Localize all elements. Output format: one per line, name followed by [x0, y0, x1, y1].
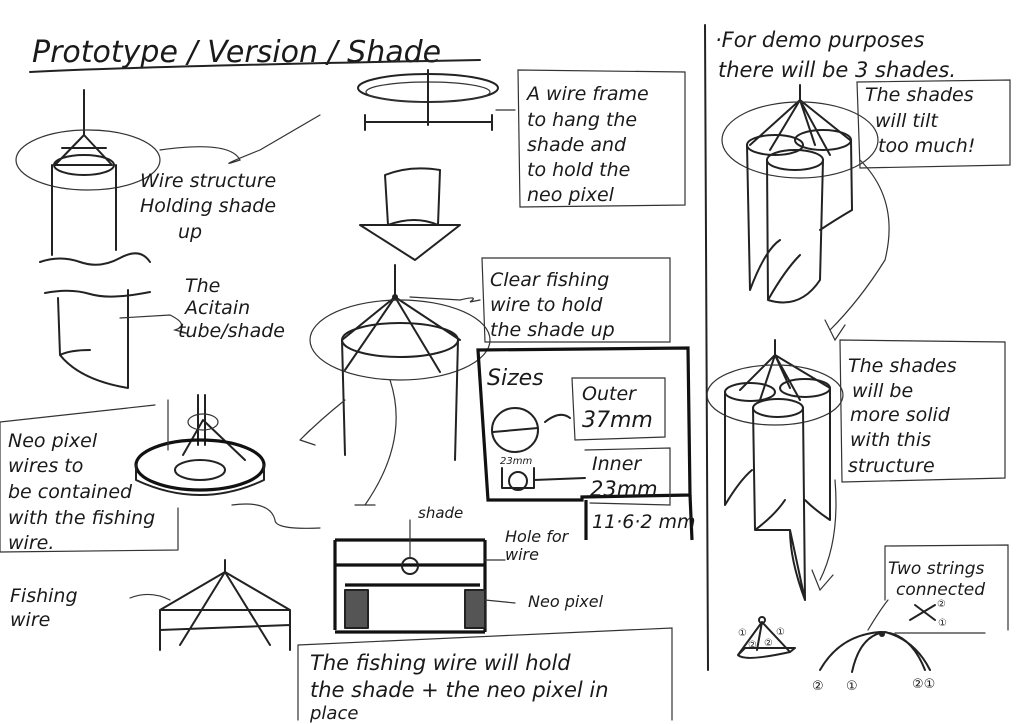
note-neo-wires-3: be contained [8, 481, 133, 503]
sizes-heading: Sizes [487, 366, 544, 391]
note-solid-4: with this [850, 429, 931, 451]
wire-frame-note-box [517, 69, 686, 208]
fishing-wire-drawing [129, 559, 291, 651]
note-clear-2: wire to hold [490, 294, 603, 316]
note-wire-structure-2: Holding shade [140, 195, 276, 217]
shade-label: shade [418, 504, 463, 522]
note-wire-structure-1: Wire structure [140, 170, 276, 192]
note-strings-1: Two strings [888, 559, 985, 579]
note-hole-2: wire [505, 545, 539, 564]
note-demo-2: there will be 3 shades. [718, 58, 956, 82]
clear-wire-cylinder-drawing [299, 264, 491, 506]
page-divider [704, 24, 709, 671]
note-clear-1: Clear fishing [490, 269, 609, 291]
marker-arc-1: ① [846, 679, 858, 694]
small-dimension-label: 23mm [500, 456, 532, 467]
note-hole-1: Hole for [505, 527, 570, 546]
note-neo-wires-4: with the fishing [8, 507, 155, 529]
note-tilt-3: too much! [878, 135, 975, 157]
note-frame-4: to hold the [527, 159, 630, 181]
height-box [584, 494, 694, 541]
title-underline [29, 59, 481, 73]
down-arrow-drawing [359, 167, 461, 261]
marker-cross-2: ② [937, 599, 946, 610]
note-demo-1: ·For demo purposes [715, 28, 924, 52]
outer-size-box [571, 377, 666, 441]
inner-size-box [584, 447, 671, 506]
solid-note-box [839, 339, 1006, 483]
note-tube-2: Acitain [183, 297, 250, 319]
conclusion-1: The fishing wire will hold [310, 651, 571, 675]
conclusion-2: the shade + the neo pixel in [310, 678, 609, 702]
note-tube-1: The [185, 275, 220, 297]
note-frame-2: to hang the [527, 109, 637, 131]
height-value: 11·6·2 mm [592, 511, 696, 533]
three-shades-tilted-drawing [721, 84, 890, 342]
outer-circle-drawing [491, 407, 539, 453]
pyramid-strings-drawing [737, 616, 796, 659]
marker-arc-2: ② [812, 679, 824, 694]
note-neo-wires-5: wire. [8, 532, 54, 554]
note-solid-2: will be [852, 380, 913, 402]
note-clear-3: the shade up [490, 319, 615, 341]
tilt-note-box [856, 79, 1011, 169]
wire-frame-drawing [357, 69, 516, 131]
marker-cross-1: ① [938, 618, 947, 629]
note-frame-1: A wire frame [525, 83, 649, 105]
marker-pyr-3: ② [748, 640, 757, 651]
note-strings-2: connected [896, 580, 985, 600]
note-frame-5: neo pixel [527, 184, 615, 206]
marker-pyr-1: ① [738, 628, 747, 639]
note-solid-5: structure [848, 455, 935, 477]
clear-wire-note-box [481, 257, 671, 343]
note-tilt-1: The shades [865, 84, 974, 106]
note-tilt-2: will tilt [875, 110, 939, 132]
inner-dimension-arrow [501, 467, 586, 489]
conclusion-3: place [309, 703, 358, 724]
tube-drawing [44, 289, 187, 389]
note-solid-1: The shades [848, 355, 957, 377]
marker-arc-21: ②① [912, 677, 935, 692]
note-neo-wires-1: Neo pixel [8, 430, 98, 452]
strings-note-box [884, 544, 1009, 634]
note-fishing-1: Fishing [10, 585, 78, 607]
marker-pyr-4: ② [764, 638, 773, 649]
outer-dimension-arrow [492, 413, 571, 433]
note-tube-3: tube/shade [178, 320, 285, 342]
wire-structure-drawing [15, 89, 321, 266]
inner-circle-drawing [508, 471, 528, 491]
note-wire-structure-3: up [178, 221, 202, 243]
arc-strings-drawing [819, 599, 931, 673]
neo-wires-note-box [0, 399, 179, 553]
note-solid-3: more solid [850, 404, 951, 426]
conclusion-box [297, 627, 673, 721]
note-fishing-2: wire [10, 609, 50, 631]
three-shades-solid-drawing [706, 339, 844, 601]
marker-pyr-2: ① [776, 627, 785, 638]
cross-section-drawing [333, 519, 516, 634]
sizes-box [476, 346, 692, 502]
note-neo-wires-2: wires to [8, 455, 83, 477]
neo-pixel-label: Neo pixel [528, 592, 604, 611]
cross-drawing [909, 604, 936, 621]
outer-value: 37mm [582, 408, 653, 433]
inner-value: 23mm [590, 477, 658, 501]
neo-pixel-ring-drawing [134, 394, 321, 529]
outer-label: Outer [582, 383, 637, 405]
note-frame-3: shade and [527, 134, 627, 156]
inner-label: Inner [592, 453, 642, 475]
